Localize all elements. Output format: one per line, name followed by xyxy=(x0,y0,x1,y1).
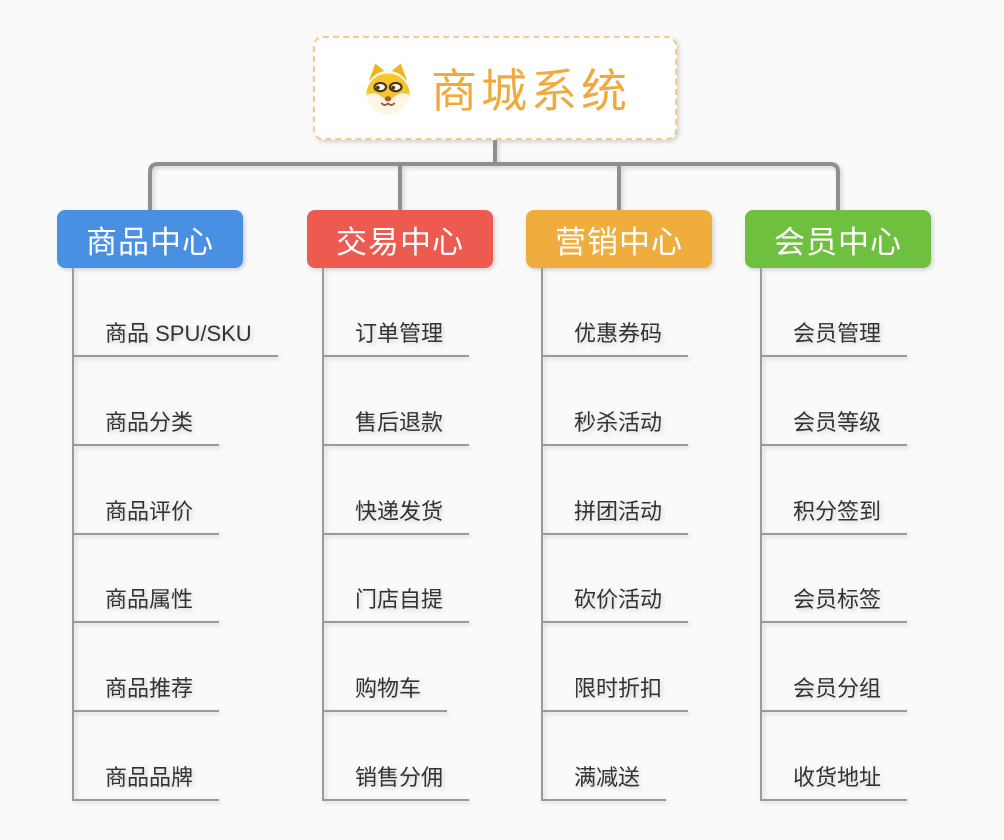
leaf-column-trade: 订单管理 售后退款 快递发货 门店自提 购物车 销售分佣 xyxy=(322,268,470,802)
leaf-node[interactable]: 商品品牌 xyxy=(74,712,220,802)
leaf-column-marketing: 优惠券码 秒杀活动 拼团活动 砍价活动 限时折扣 满减送 xyxy=(541,268,689,802)
leaf-node[interactable]: 限时折扣 xyxy=(543,623,689,713)
leaf-node[interactable]: 门店自提 xyxy=(324,535,470,624)
leaf-node[interactable]: 拼团活动 xyxy=(543,446,689,535)
leaf-node[interactable]: 商品评价 xyxy=(74,446,220,535)
leaf-node[interactable]: 会员管理 xyxy=(762,268,908,357)
leaf-node[interactable]: 订单管理 xyxy=(324,268,470,357)
leaf-node[interactable]: 会员分组 xyxy=(762,623,908,713)
leaf-node[interactable]: 优惠券码 xyxy=(543,268,689,357)
branch-node-member-center[interactable]: 会员中心 xyxy=(745,210,931,268)
branch-node-trade-center[interactable]: 交易中心 xyxy=(307,210,493,268)
leaf-node[interactable]: 售后退款 xyxy=(324,357,470,446)
leaf-column-product: 商品 SPU/SKU 商品分类 商品评价 商品属性 商品推荐 商品品牌 xyxy=(72,268,278,802)
leaf-node[interactable]: 砍价活动 xyxy=(543,535,689,624)
leaf-node[interactable]: 满减送 xyxy=(543,712,667,802)
leaf-node[interactable]: 商品推荐 xyxy=(74,623,220,713)
leaf-node[interactable]: 商品 SPU/SKU xyxy=(74,268,278,357)
leaf-node[interactable]: 商品分类 xyxy=(74,357,220,446)
leaf-node[interactable]: 积分签到 xyxy=(762,446,908,535)
root-node[interactable]: 商城系统 xyxy=(313,36,677,140)
leaf-node[interactable]: 销售分佣 xyxy=(324,712,470,802)
leaf-node[interactable]: 购物车 xyxy=(324,623,448,713)
root-title: 商城系统 xyxy=(431,65,631,117)
shiba-dog-icon xyxy=(366,63,410,115)
branch-node-product-center[interactable]: 商品中心 xyxy=(57,210,243,268)
leaf-node[interactable]: 商品属性 xyxy=(74,535,220,624)
leaf-node[interactable]: 秒杀活动 xyxy=(543,357,689,446)
leaf-node[interactable]: 快递发货 xyxy=(324,446,470,535)
leaf-node[interactable]: 收货地址 xyxy=(762,712,908,802)
leaf-column-member: 会员管理 会员等级 积分签到 会员标签 会员分组 收货地址 xyxy=(760,268,908,802)
branch-node-marketing-center[interactable]: 营销中心 xyxy=(526,210,712,268)
leaf-node[interactable]: 会员标签 xyxy=(762,535,908,624)
leaf-node[interactable]: 会员等级 xyxy=(762,357,908,446)
